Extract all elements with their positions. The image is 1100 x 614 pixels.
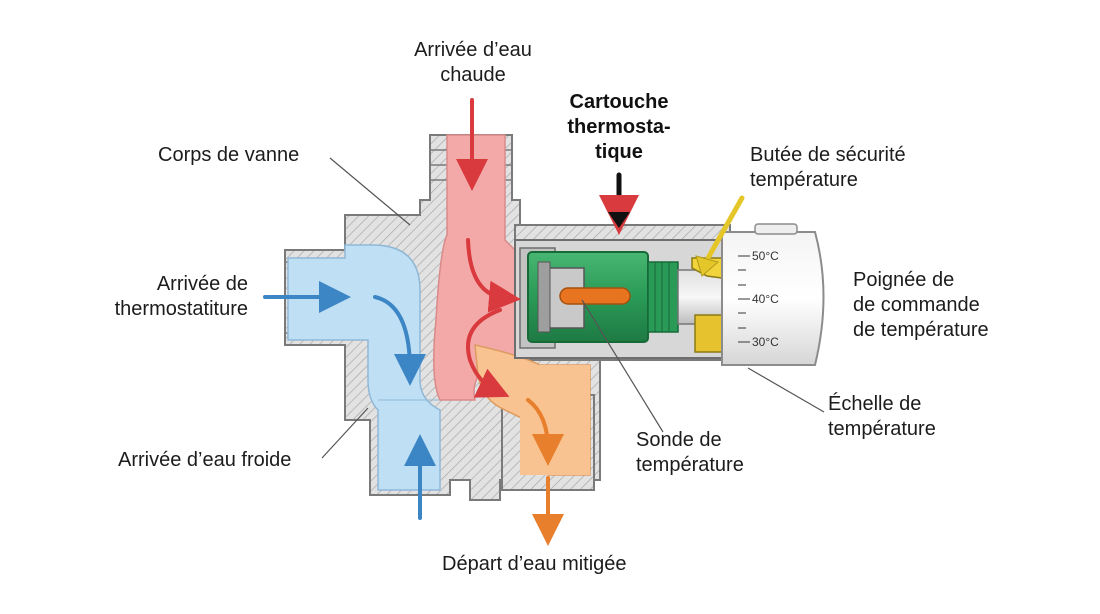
cold-inlet-leader (321, 407, 369, 459)
hot-inlet-label-line2: chaude (440, 64, 506, 86)
valve-body-label: Corps de vanne (158, 144, 300, 166)
cartridge-label: Cartouche thermosta- tique (544, 90, 694, 165)
scale-label-line1: Échelle de (828, 393, 922, 415)
mixed-outlet-label: Départ d’eau mitigée (442, 553, 627, 575)
thermostat-inlet-label-line1: Arrivée de (156, 273, 248, 295)
scale-leader (747, 367, 825, 413)
handle-label-line3: de température (853, 319, 989, 341)
safety-stop-arrow-head (695, 255, 720, 277)
mixed-outlet-arrow-upper (526, 398, 564, 466)
thermostatic-cartridge (527, 251, 734, 343)
cartridge-pointer-head (608, 212, 630, 228)
cartridge-label-line2: thermosta- (567, 116, 671, 138)
safety-stop-arrow (705, 195, 745, 261)
safety-stop-label-line1: Butée de sécurité (750, 144, 906, 166)
probe-leader (581, 299, 664, 433)
thermostat-inlet-label: Arrivée de thermostatiture (94, 272, 248, 322)
scale-label: Échelle de température (828, 392, 936, 442)
probe-label-line1: Sonde de (636, 429, 722, 451)
hot-inlet-label-line1: Arrivée d’eau (414, 39, 532, 61)
cold-flow-arrow (373, 295, 426, 386)
probe-label-line2: température (636, 454, 744, 476)
valve-body-leader (329, 157, 411, 226)
scale-mark-30: 30°C (752, 335, 779, 349)
temperature-probe (559, 287, 631, 305)
hot-down-arrow (466, 308, 510, 398)
hot-to-cartridge-arrow (466, 238, 521, 313)
cartridge-label-line1: Cartouche (569, 91, 669, 113)
scale-label-line2: température (828, 418, 936, 440)
cold-inlet-label: Arrivée d’eau froide (118, 449, 292, 471)
hot-inlet-label: Arrivée d’eau chaude (392, 38, 554, 88)
temperature-handle[interactable]: 50°C 40°C 30°C (721, 223, 825, 366)
cartridge-label-line3: tique (595, 141, 643, 163)
handle-label-line2: de commande (853, 294, 980, 316)
thermostat-inlet-label-line2: thermostatiture (114, 298, 248, 320)
probe-label: Sonde de température (636, 428, 744, 478)
safety-stop-label: Butée de sécurité température (750, 143, 906, 193)
handle-label-line1: Poignée de (853, 269, 955, 291)
scale-mark-40: 40°C (752, 292, 779, 306)
safety-stop-label-line2: température (750, 169, 858, 191)
handle-label: Poignée de de commande de température (853, 268, 989, 343)
scale-mark-50: 50°C (752, 249, 779, 263)
